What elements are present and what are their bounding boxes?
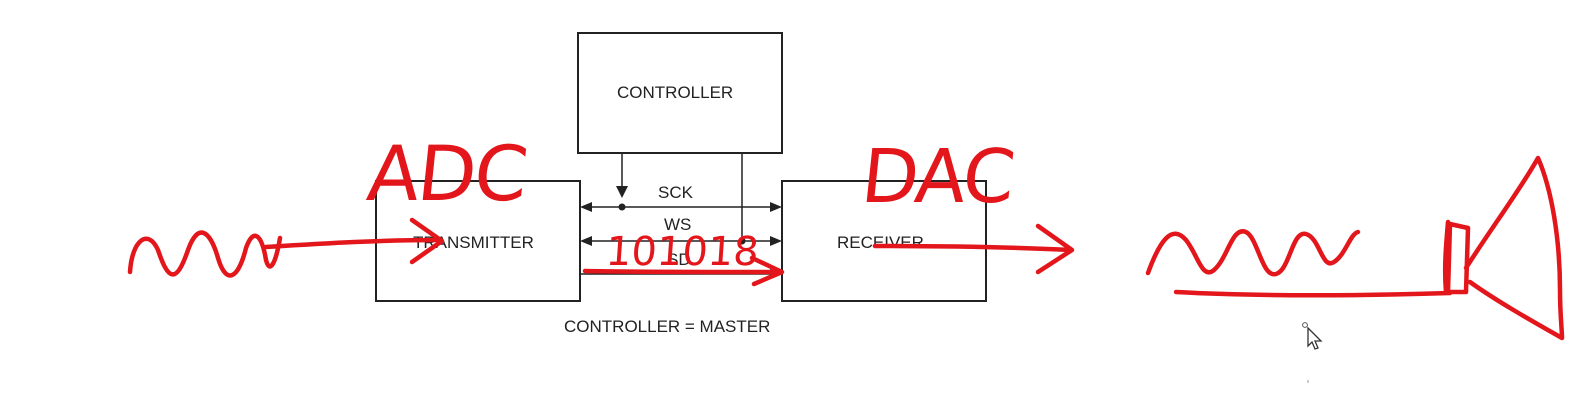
- output-arrowhead: [1035, 223, 1075, 275]
- ws-right-arrowhead: [770, 236, 782, 246]
- sck-left-arrowhead: [580, 202, 592, 212]
- bits-arrow-shaft: [582, 268, 783, 275]
- diagram-caption: CONTROLLER = MASTER: [564, 317, 771, 336]
- sck-right-arrowhead: [770, 202, 782, 212]
- bits-arrowhead: [749, 255, 785, 287]
- sd-label: SD: [667, 250, 691, 269]
- controller-label: CONTROLLER: [617, 83, 734, 102]
- controller-box: [577, 32, 783, 154]
- transmitter-label: TRANSMITTER: [413, 233, 534, 252]
- input-arrow-shaft: [263, 237, 443, 250]
- controller-sck-arrowhead: [616, 186, 628, 198]
- ws-left-arrowhead: [580, 236, 592, 246]
- input-analog-wave: [127, 230, 283, 278]
- output-analog-wave: [1145, 229, 1361, 277]
- sck-label: SCK: [658, 183, 693, 202]
- input-arrowhead: [409, 217, 445, 265]
- ws-label: WS: [664, 215, 692, 234]
- speaker-baseline: [1173, 289, 1453, 298]
- output-arrow-shaft: [872, 243, 1073, 253]
